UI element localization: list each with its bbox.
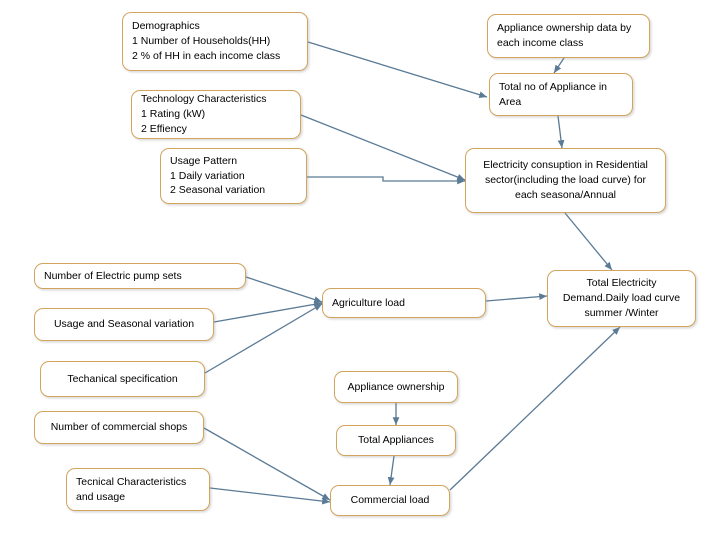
node-number-commercial-shops[interactable]: Number of commercial shops (34, 411, 204, 444)
node-total-appliances-line: Total Appliances (358, 434, 434, 447)
node-tecnical-characteristics-usage[interactable]: Tecnical Characteristics and usage (66, 468, 210, 511)
node-techanical-specification[interactable]: Techanical specification (40, 361, 205, 397)
edge-commercial-load-to-total-electricity-demand (449, 326, 621, 491)
node-usage-seasonal-variation[interactable]: Usage and Seasonal variation (34, 308, 214, 341)
node-number-electric-pump-sets[interactable]: Number of Electric pump sets (34, 263, 246, 289)
node-technology-characteristics-line: 2 Effiency (141, 122, 187, 135)
edge-demographics-to-total-no-appliance-area (307, 41, 488, 98)
node-commercial-load[interactable]: Commercial load (330, 485, 450, 516)
node-electricity-consumption-residential-line: sector(including the load curve) for (484, 174, 647, 187)
edge-number-commercial-shops-to-commercial-load (203, 427, 331, 501)
edge-usage-pattern-to-electricity-consumption-residential (307, 176, 465, 185)
node-number-commercial-shops-line: Number of commercial shops (50, 421, 188, 434)
node-usage-seasonal-variation-line: Usage and Seasonal variation (53, 318, 195, 331)
edge-agriculture-load-to-total-electricity-demand (485, 293, 548, 302)
node-total-appliances[interactable]: Total Appliances (336, 425, 456, 456)
node-number-electric-pump-sets-line: Number of Electric pump sets (44, 269, 182, 282)
edge-total-no-appliance-area-to-electricity-consumption-residential (557, 115, 565, 149)
node-demographics-line: 1 Number of Households(HH) (132, 35, 271, 48)
node-total-electricity-demand-line: Total Electricity (586, 277, 657, 290)
node-demographics-line: Demographics (132, 20, 200, 33)
node-total-no-appliance-area[interactable]: Total no of Appliance in Area (489, 73, 633, 116)
edge-technology-characteristics-to-electricity-consumption-residential (300, 114, 466, 181)
edge-electricity-consumption-residential-to-total-electricity-demand (564, 212, 613, 271)
node-total-no-appliance-area-line: Total no of Appliance in (499, 80, 607, 93)
node-electricity-consumption-residential-line: each seasona/Annual (515, 188, 616, 201)
node-tecnical-characteristics-usage-line: and usage (76, 490, 126, 503)
node-demographics[interactable]: Demographics 1 Number of Households(HH)2 … (122, 12, 308, 71)
node-electricity-consumption-residential[interactable]: Electricity consuption in Residential sec… (465, 148, 666, 213)
node-agriculture-load-line: Agriculture load (332, 296, 405, 309)
node-electricity-consumption-residential-line: Electricity consuption in Residential (483, 159, 648, 172)
node-usage-pattern[interactable]: Usage Pattern 1 Daily variation 2 Seasonal… (160, 148, 307, 204)
node-technology-characteristics[interactable]: Technology Characteristics 1 Rating (kW)2… (131, 90, 301, 139)
edge-number-electric-pump-sets-to-agriculture-load (245, 276, 323, 303)
edge-tecnical-characteristics-usage-to-commercial-load (209, 487, 331, 505)
node-tecnical-characteristics-usage-line: Tecnical Characteristics (76, 475, 187, 488)
edge-techanical-specification-to-agriculture-load (204, 303, 323, 374)
node-commercial-load-line: Commercial load (350, 494, 430, 507)
node-total-electricity-demand-line: summer /Winter (584, 306, 659, 319)
node-appliance-ownership-data[interactable]: Appliance ownership data by each income c… (487, 14, 650, 58)
node-appliance-ownership-data-line: Appliance ownership data by (497, 22, 632, 35)
edge-usage-seasonal-variation-to-agriculture-load (213, 301, 323, 323)
node-agriculture-load[interactable]: Agriculture load (322, 288, 486, 318)
node-total-no-appliance-area-line: Area (499, 95, 522, 108)
node-techanical-specification-line: Techanical specification (67, 372, 178, 385)
node-usage-pattern-line: Usage Pattern (170, 154, 238, 167)
node-demographics-line: 2 % of HH in each income class (132, 49, 281, 62)
node-usage-pattern-line: 2 Seasonal variation (170, 184, 266, 197)
edge-appliance-ownership-data-to-total-no-appliance-area (553, 57, 565, 74)
node-technology-characteristics-line: Technology Characteristics (141, 93, 267, 106)
edge-total-appliances-to-commercial-load (387, 455, 395, 486)
node-appliance-ownership-line: Appliance ownership (347, 380, 445, 393)
node-technology-characteristics-line: 1 Rating (kW) (141, 108, 206, 121)
node-appliance-ownership[interactable]: Appliance ownership (334, 371, 458, 403)
node-appliance-ownership-data-line: each income class (497, 37, 584, 49)
node-total-electricity-demand-line: Demand.Daily load curve (562, 292, 681, 305)
node-usage-pattern-line: 1 Daily variation (170, 169, 245, 182)
